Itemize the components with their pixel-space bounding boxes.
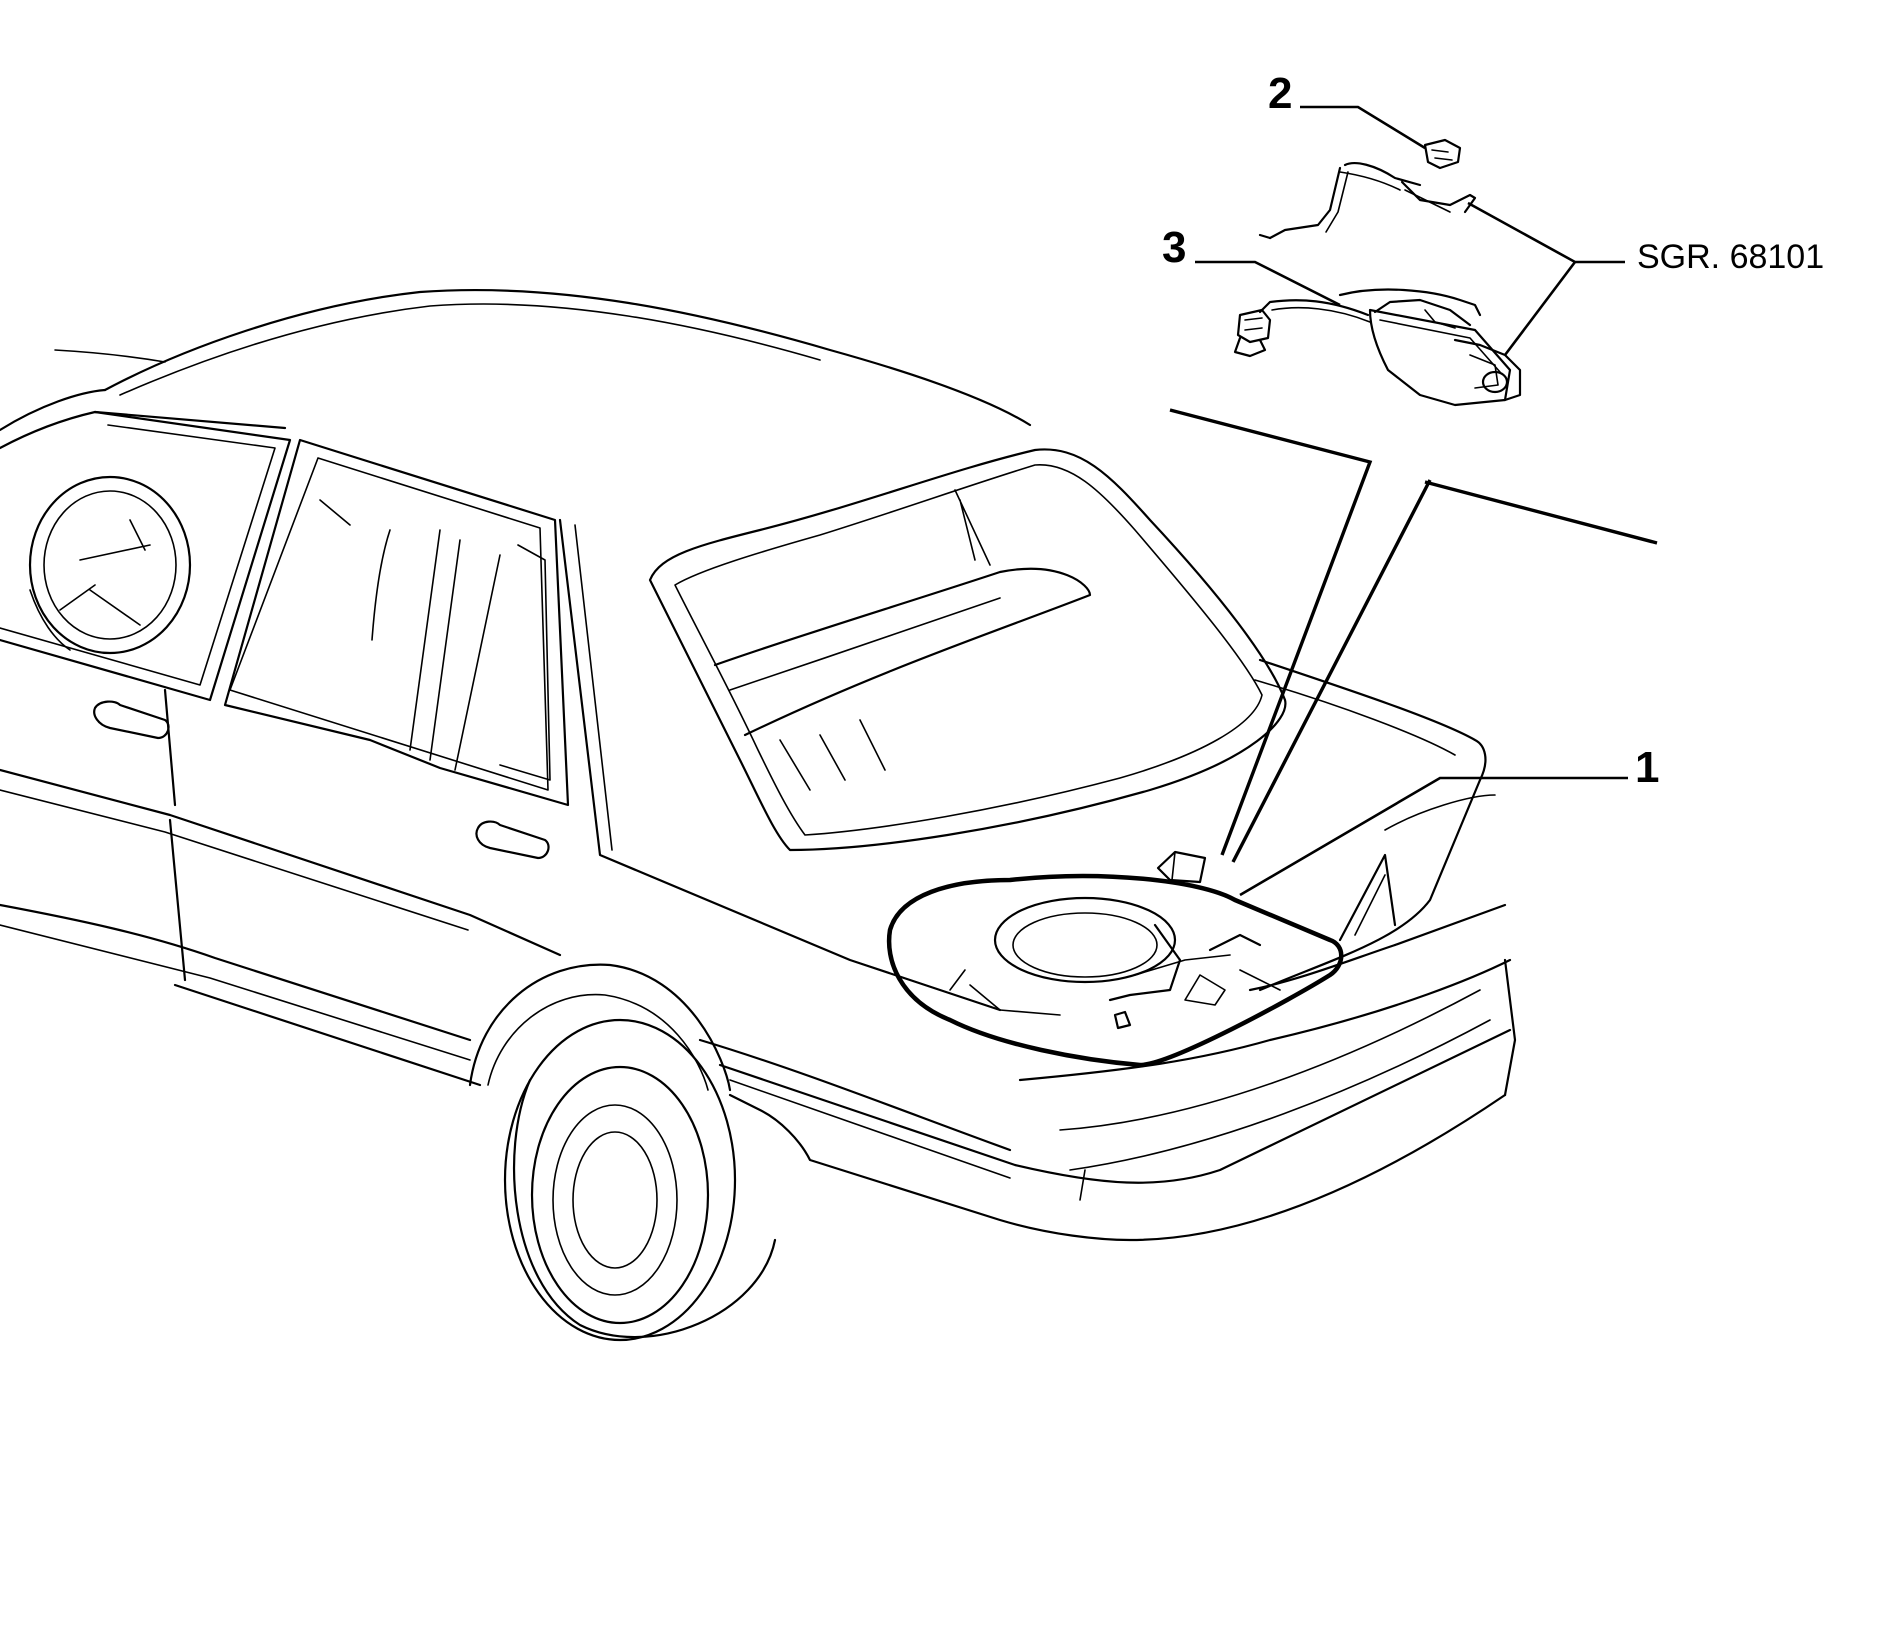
callout-2: 2 xyxy=(1268,69,1292,118)
reference-code: SGR. 68101 xyxy=(1637,238,1824,276)
car-illustration xyxy=(0,288,1517,1342)
lock-assembly xyxy=(1233,138,1522,407)
callout-1: 1 xyxy=(1635,743,1659,792)
pointer-lines xyxy=(1169,105,1658,897)
callout-3: 3 xyxy=(1162,223,1186,272)
trunk-floor-mat xyxy=(886,850,1344,1068)
